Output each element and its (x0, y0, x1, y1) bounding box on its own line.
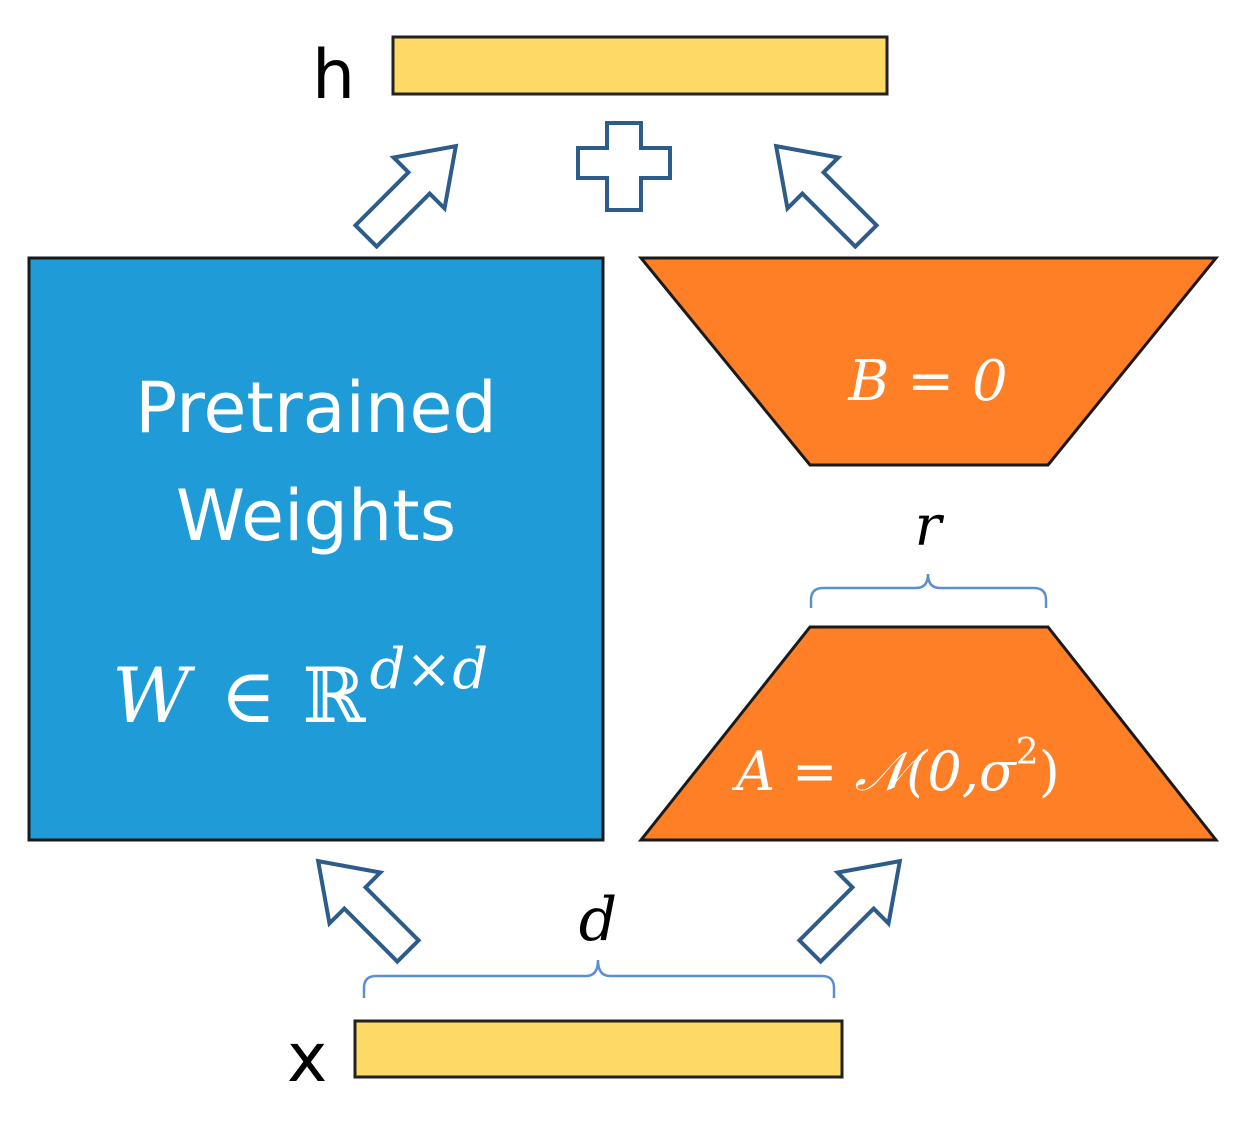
output-vector-bar (391, 35, 889, 96)
lora-b-formula: B = 0 (847, 349, 1007, 414)
weight-formula-lhs: W (112, 651, 196, 740)
rank-label: r (915, 494, 945, 559)
weight-formula-exponent: d×d (370, 637, 489, 702)
weight-formula: W ∈ ℝd×d (112, 637, 488, 740)
arrow-up-right-icon (352, 143, 459, 250)
arrow-up-right-icon (796, 858, 903, 965)
weight-formula-in: ∈ (220, 651, 276, 740)
lora-a-formula-sigma: σ (979, 740, 1018, 803)
pretrained-weights-block (27, 256, 605, 842)
dimension-brace (362, 959, 836, 998)
input-vector-bar (353, 1019, 844, 1079)
input-label: x (287, 1019, 327, 1098)
lora-a-formula-suffix: ) (1039, 740, 1060, 803)
dimension-label: d (579, 885, 617, 955)
lora-a-formula-sup: 2 (1016, 732, 1039, 773)
arrow-up-left-icon (773, 143, 880, 250)
weight-formula-set: ℝ (302, 651, 366, 740)
lora-a-formula: A = 𝒩(0,σ2) (731, 732, 1060, 803)
pretrained-title-line2: Weights (176, 475, 456, 557)
pretrained-title-line1: Pretrained (135, 367, 497, 449)
output-label: h (312, 36, 355, 115)
rank-brace (809, 573, 1048, 608)
lora-b-matrix (637, 256, 1220, 467)
lora-a-matrix (637, 625, 1220, 842)
arrow-up-left-icon (315, 858, 422, 965)
lora-a-formula-prefix: A = 𝒩(0, (731, 740, 979, 803)
plus-icon (576, 121, 672, 212)
